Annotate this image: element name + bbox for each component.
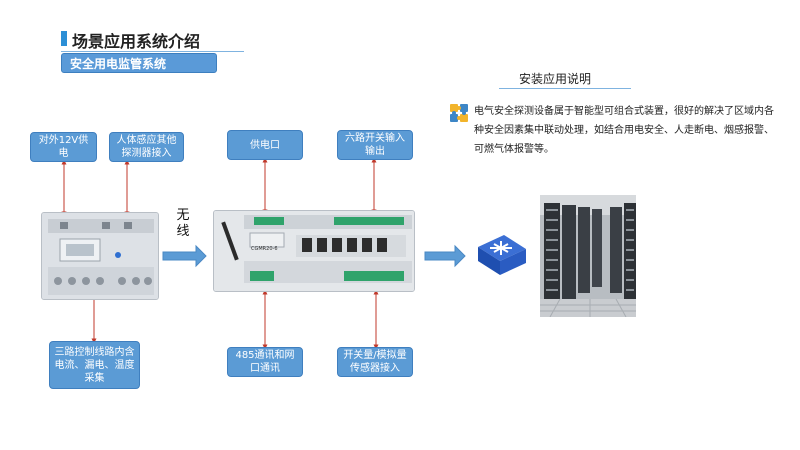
page-title: 场景应用系统介绍 [72, 32, 201, 51]
label-three-way-control: 三路控制线路内含电流、漏电、温度采集 [49, 341, 140, 389]
title-accent-bar [61, 31, 67, 46]
network-switch-icon: SWITCH [478, 235, 526, 282]
device-model-text: CGMR20-6 [251, 246, 278, 252]
label-body-sensor: 人体感应其他探测器接入 [109, 132, 184, 162]
install-description: 电气安全探测设备属于智能型可组合式装置，很好的解决了区域内各种安全因素集中联动处… [474, 106, 774, 155]
label-switch-analog-sensor: 开关量/模拟量传感器接入 [337, 347, 413, 377]
title-underline [61, 51, 244, 52]
install-underline [499, 88, 631, 89]
meter-device-image [41, 212, 159, 300]
flow-arrow-2 [424, 244, 466, 268]
label-six-switch-io: 六路开关输入输出 [337, 130, 413, 160]
puzzle-icon [450, 104, 468, 122]
label-power-12v: 对外12V供电 [30, 132, 97, 162]
install-title: 安装应用说明 [519, 72, 592, 86]
wireless-label: 无线 [176, 208, 190, 239]
flow-arrow-1 [162, 244, 207, 268]
label-power-port: 供电口 [227, 130, 303, 160]
server-room-image [540, 195, 636, 317]
label-rs485-network: 485通讯和网口通讯 [227, 347, 303, 377]
controller-device-image [213, 210, 415, 292]
section-subtitle: 安全用电监管系统 [61, 53, 217, 73]
